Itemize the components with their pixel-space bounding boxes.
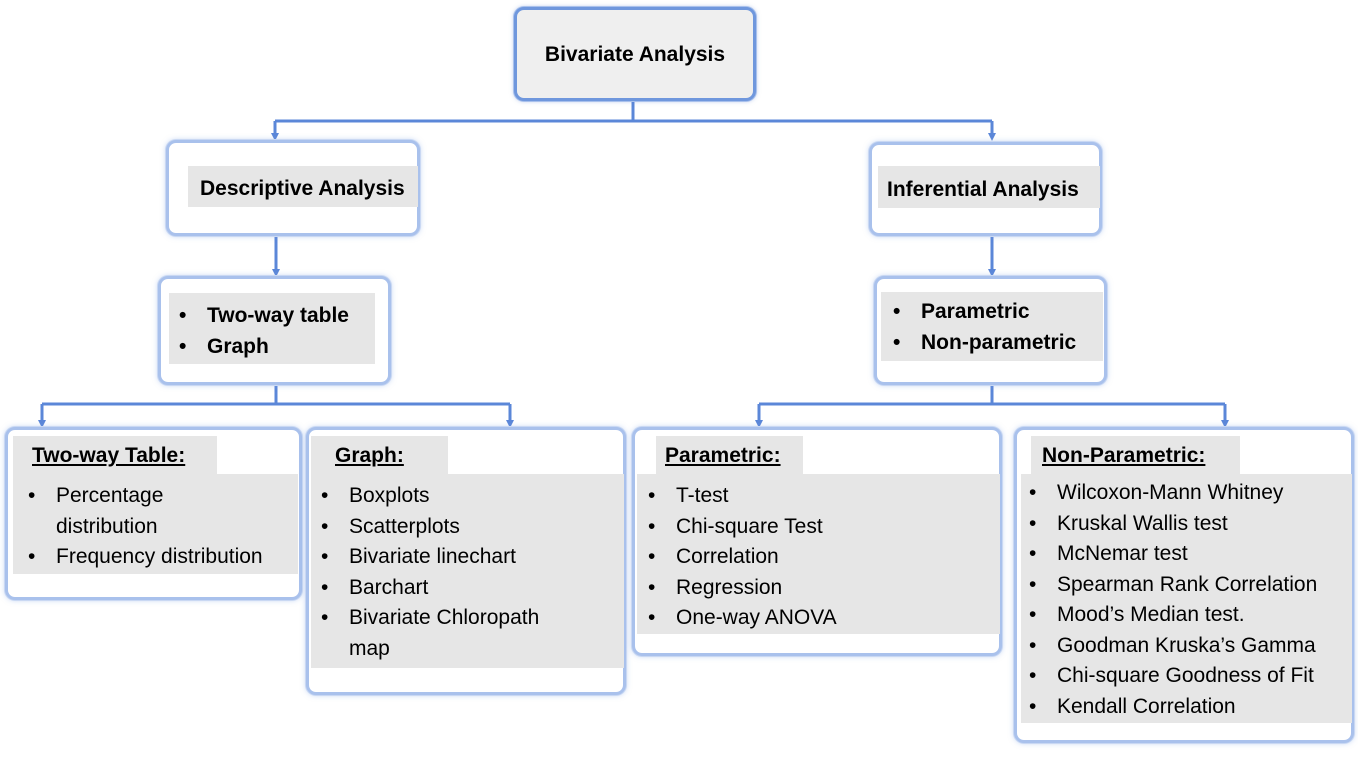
bivariate-analysis-node: Bivariate Analysis <box>514 7 756 101</box>
list-item: Two-way table <box>175 301 349 332</box>
non-parametric-node: Non-Parametric: Wilcoxon-Mann Whitney Kr… <box>1014 427 1354 743</box>
list-item: Regression <box>644 573 984 604</box>
inferential-analysis-title: Inferential Analysis <box>887 178 1079 201</box>
two-way-table-node: Two-way Table: Percentage distribution F… <box>5 427 302 600</box>
list-item: Mood’s Median test. <box>1025 600 1350 631</box>
descriptive-analysis-node: Descriptive Analysis <box>166 140 420 236</box>
list-item: Kendall Correlation <box>1025 692 1350 723</box>
list-item: Chi-square Goodness of Fit <box>1025 661 1350 692</box>
connector-root <box>275 100 992 123</box>
graph-header-bg <box>311 436 448 474</box>
list-item: Goodman Kruska’s Gamma <box>1025 631 1350 662</box>
inferential-analysis-label-bg <box>878 166 1100 208</box>
list-item: Kruskal Wallis test <box>1025 509 1350 540</box>
non-parametric-list: Wilcoxon-Mann Whitney Kruskal Wallis tes… <box>1025 478 1350 722</box>
graph-node: Graph: Boxplots Scatterplots Bivariate l… <box>306 427 626 695</box>
two-way-table-header-bg <box>13 436 217 474</box>
descriptive-analysis-title: Descriptive Analysis <box>200 177 405 200</box>
list-item: Chi-square Test <box>644 512 984 543</box>
list-item: Barchart <box>317 573 617 604</box>
descriptive-analysis-label-bg <box>188 166 418 207</box>
list-item: Parametric <box>889 297 1076 328</box>
parametric-node: Parametric: T-test Chi-square Test Corre… <box>632 427 1002 656</box>
graph-list: Boxplots Scatterplots Bivariate linechar… <box>317 481 617 664</box>
two-way-table-list: Percentage distribution Frequency distri… <box>24 481 299 573</box>
list-item: Bivariate Chloropath map <box>317 603 569 664</box>
list-item: Wilcoxon-Mann Whitney <box>1025 478 1350 509</box>
inferential-types-node: Parametric Non-parametric <box>874 276 1107 385</box>
list-item: Graph <box>175 332 349 363</box>
list-item: Correlation <box>644 542 984 573</box>
list-item: Boxplots <box>317 481 617 512</box>
non-parametric-header-bg <box>1031 436 1240 474</box>
list-item: Spearman Rank Correlation <box>1025 570 1350 601</box>
list-item: Percentage distribution <box>24 481 206 542</box>
inferential-analysis-node: Inferential Analysis <box>869 142 1102 236</box>
list-item: T-test <box>644 481 984 512</box>
two-way-table-header: Two-way Table: <box>32 444 186 467</box>
connector-descriptive-split <box>42 386 510 406</box>
parametric-header-bg <box>656 436 803 474</box>
parametric-header: Parametric: <box>665 444 781 467</box>
inferential-types-list: Parametric Non-parametric <box>889 297 1076 358</box>
list-item: Non-parametric <box>889 328 1076 359</box>
list-item: One-way ANOVA <box>644 603 984 634</box>
non-parametric-header: Non-Parametric: <box>1042 444 1206 467</box>
graph-header: Graph: <box>335 444 404 467</box>
bivariate-analysis-title: Bivariate Analysis <box>544 43 726 66</box>
list-item: Frequency distribution <box>24 542 299 573</box>
list-item: Bivariate linechart <box>317 542 617 573</box>
descriptive-methods-node: Two-way table Graph <box>158 276 391 385</box>
connector-inferential-split <box>759 386 1225 406</box>
list-item: McNemar test <box>1025 539 1350 570</box>
descriptive-methods-list: Two-way table Graph <box>175 301 349 362</box>
parametric-list: T-test Chi-square Test Correlation Regre… <box>644 481 984 634</box>
list-item: Scatterplots <box>317 512 617 543</box>
